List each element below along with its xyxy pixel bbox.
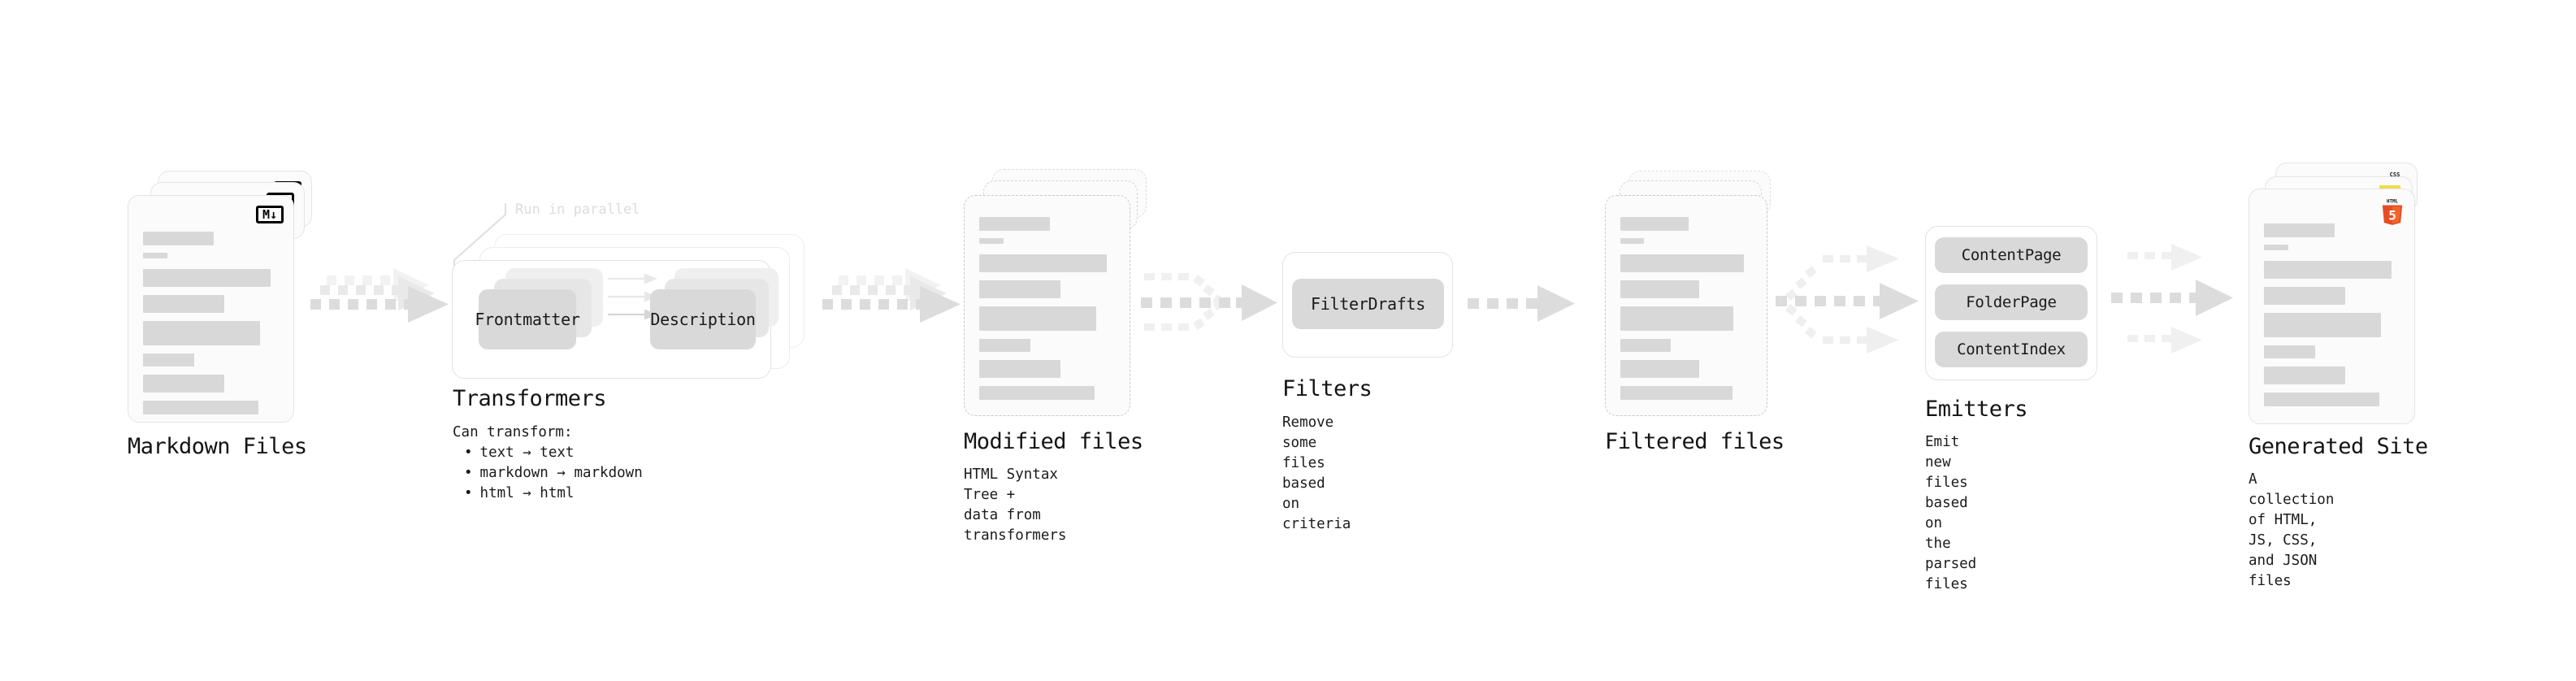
content-line <box>979 280 1061 298</box>
generated-site-card-front: HTML 5 <box>2249 189 2415 424</box>
arrow-md-to-transformers <box>310 268 449 323</box>
transformer-chip-description[interactable]: Description <box>650 289 756 349</box>
emitter-chip-label: ContentIndex <box>1957 340 2066 358</box>
arrow-emitters-to-site <box>2111 244 2233 354</box>
content-line <box>1620 280 1700 298</box>
emitter-chip-folderpage[interactable]: FolderPage <box>1935 284 2088 320</box>
markdown-icon-glyph: M↓ <box>262 206 278 222</box>
file-content-lines <box>979 217 1115 407</box>
run-in-parallel-label: Run in parallel <box>515 202 640 218</box>
stage-title-transformers: Transformers <box>453 386 607 411</box>
html5-icon-number: 5 <box>2388 207 2396 223</box>
stage-title-markdown-files: Markdown Files <box>128 434 307 459</box>
content-line <box>2264 345 2316 358</box>
file-content-lines <box>2264 223 2400 414</box>
arrow-modified-to-filters <box>1141 273 1277 331</box>
content-line <box>979 238 1004 244</box>
content-line <box>2264 287 2346 305</box>
content-line <box>2264 245 2289 250</box>
content-line <box>143 295 225 313</box>
content-line <box>143 401 258 414</box>
content-line <box>2264 393 2379 406</box>
modified-file-card-front <box>964 195 1130 416</box>
filter-chip-filterdrafts[interactable]: FilterDrafts <box>1292 279 1444 329</box>
content-line <box>2264 313 2381 337</box>
markdown-file-card-front: M↓ <box>128 195 294 423</box>
emitter-chip-contentpage[interactable]: ContentPage <box>1935 237 2088 273</box>
file-content-lines <box>1620 217 1752 407</box>
content-line <box>979 217 1050 231</box>
content-line <box>1620 339 1671 352</box>
transformers-bullet-list: text → text markdown → markdown html → h… <box>464 443 643 504</box>
html5-icon-text: HTML <box>2387 200 2398 205</box>
content-line <box>1620 254 1745 272</box>
stage-title-modified-files: Modified files <box>964 429 1143 454</box>
transformer-chip-label: Description <box>650 310 756 329</box>
content-line <box>143 375 225 393</box>
content-line <box>1620 238 1645 244</box>
emitter-chip-label: ContentPage <box>1961 246 2062 264</box>
stage-title-emitters: Emitters <box>1925 397 2028 422</box>
markdown-icon: M↓ <box>256 206 284 223</box>
transformers-subtitle-head: Can transform: <box>453 424 573 440</box>
stage-title-generated-site: Generated Site <box>2249 434 2428 459</box>
stage-title-filters: Filters <box>1282 376 1373 401</box>
content-line <box>143 321 260 345</box>
list-item: markdown → markdown <box>464 463 643 484</box>
arrow-filtered-to-emitters <box>1776 245 1919 354</box>
content-line <box>979 254 1107 272</box>
content-line <box>1620 360 1700 378</box>
content-line <box>2264 367 2346 384</box>
content-line <box>979 386 1095 400</box>
emitter-chip-label: FolderPage <box>1966 293 2057 311</box>
content-line <box>143 253 168 258</box>
content-line <box>979 339 1031 352</box>
stage-subtitle-generated-site: A collection of HTML, JS, CSS, and JSON … <box>2249 471 2335 589</box>
content-line <box>979 360 1061 378</box>
content-line <box>143 354 195 367</box>
emitter-chip-contentindex[interactable]: ContentIndex <box>1935 332 2088 367</box>
filtered-file-card-front <box>1605 195 1767 416</box>
transformer-chip-label: Frontmatter <box>475 310 580 329</box>
list-item: text → text <box>464 443 643 463</box>
file-content-lines <box>143 232 279 422</box>
arrow-filters-to-filtered <box>1468 285 1575 322</box>
content-line <box>1620 306 1734 331</box>
content-line <box>979 306 1096 331</box>
filter-chip-label: FilterDrafts <box>1311 294 1425 314</box>
content-line <box>2264 261 2392 279</box>
content-line <box>2264 223 2335 237</box>
list-item: html → html <box>464 484 643 504</box>
arrow-transformers-to-modified <box>822 268 961 323</box>
stage-subtitle-modified-files: HTML Syntax Tree + data from transformer… <box>964 466 1067 544</box>
content-line <box>1620 217 1689 231</box>
stage-subtitle-emitters: Emit new files based on the parsed files <box>1925 434 1977 592</box>
content-line <box>143 232 214 245</box>
stage-subtitle-filters: Remove some files based on criteria <box>1282 414 1351 532</box>
transformer-chip-frontmatter[interactable]: Frontmatter <box>475 289 580 349</box>
css3-icon-glyph: CSS <box>2389 171 2400 178</box>
html5-icon: HTML 5 <box>2382 200 2403 225</box>
content-line <box>143 269 271 287</box>
stage-title-filtered-files: Filtered files <box>1605 429 1785 454</box>
content-line <box>1620 386 1733 400</box>
